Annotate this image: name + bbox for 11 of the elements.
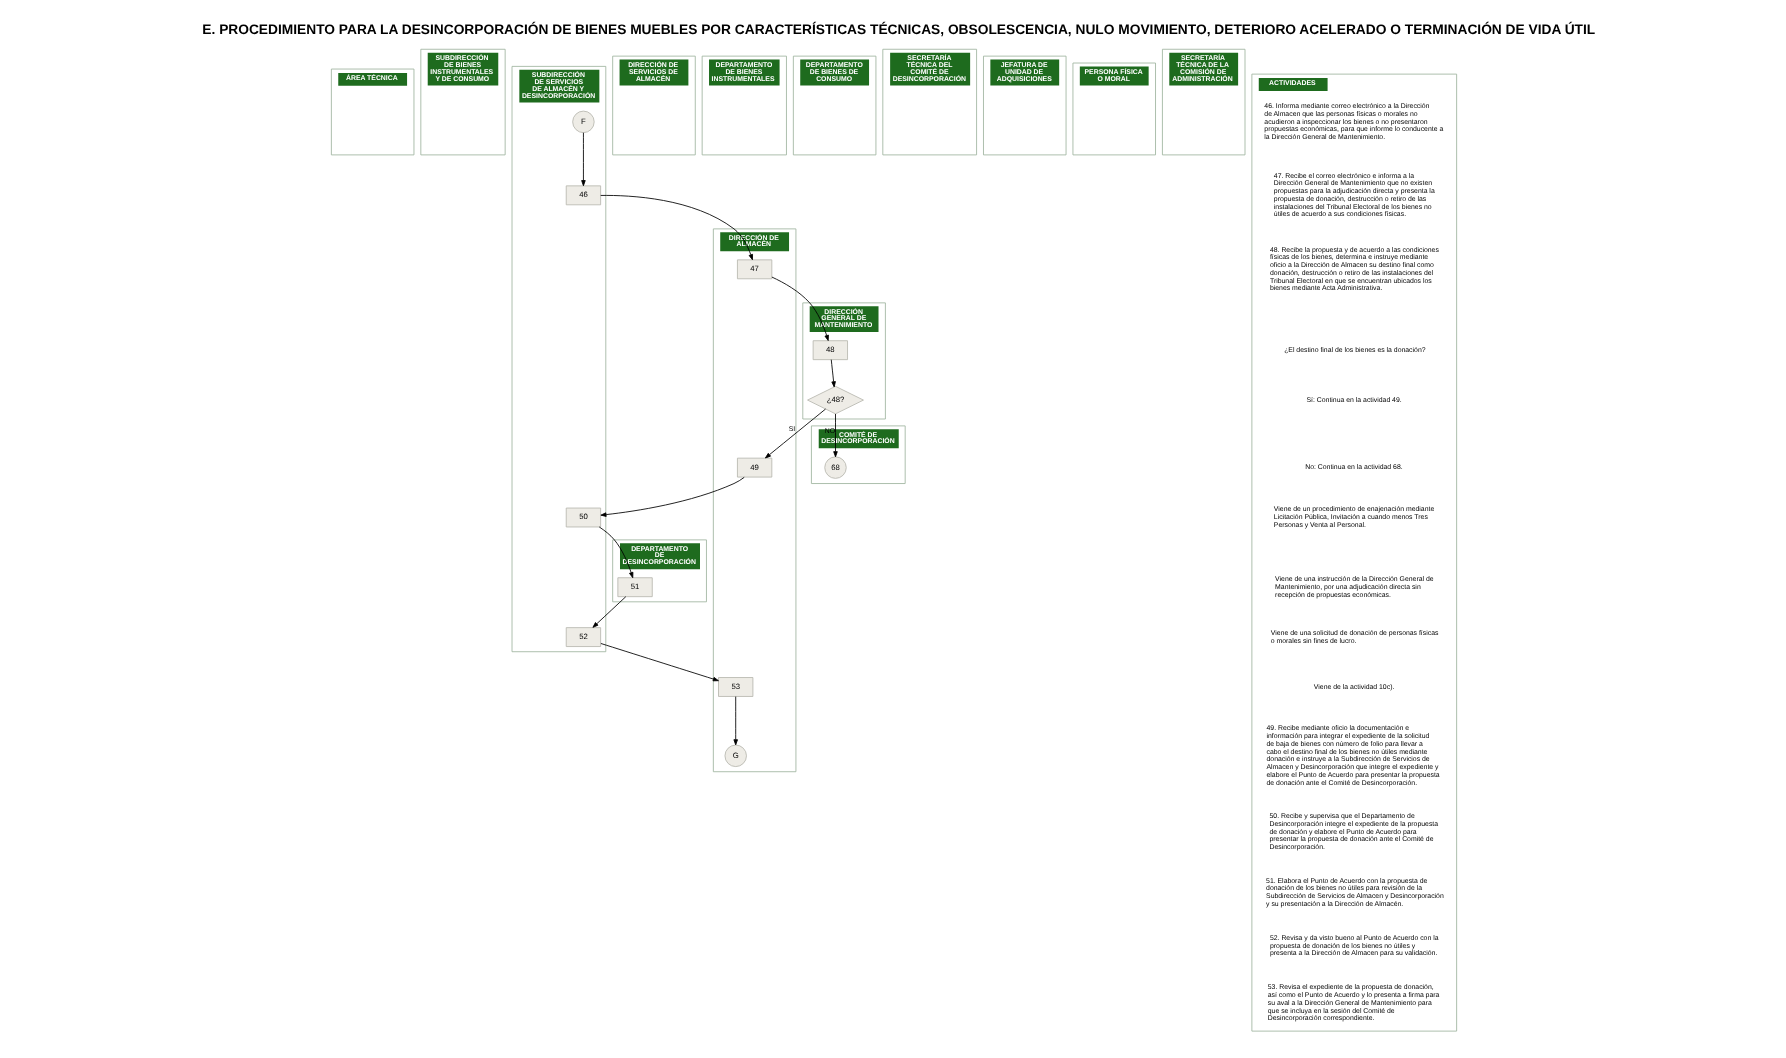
arrow xyxy=(599,643,718,682)
arrow xyxy=(599,476,744,517)
arrow xyxy=(763,408,825,459)
arrow xyxy=(832,413,837,458)
arrow xyxy=(829,359,835,388)
arrow xyxy=(599,195,752,261)
arrow xyxy=(597,526,633,579)
arrow xyxy=(770,276,828,341)
arrow xyxy=(580,132,585,187)
arrow xyxy=(732,696,737,746)
arrow xyxy=(591,596,626,628)
